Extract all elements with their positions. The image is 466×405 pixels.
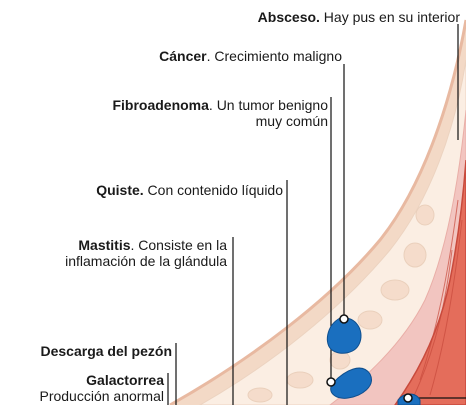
label-mastitis: Mastitis. Consiste en la inflamación de …: [65, 237, 227, 269]
desc-galactorrea: Producción anormal: [39, 388, 164, 404]
term-quiste: Quiste.: [96, 182, 144, 198]
skin-edge: [169, 19, 466, 405]
desc2-fibroadenoma: muy común: [255, 113, 328, 129]
desc-fibroadenoma: . Un tumor benigno: [208, 97, 328, 113]
term-fibroadenoma: Fibroadenoma: [112, 97, 209, 113]
label-galactorrea: Galactorrea Producción anormal: [39, 372, 164, 404]
label-cancer: Cáncer. Crecimiento maligno: [159, 48, 342, 64]
muscle-fibers: [411, 199, 463, 401]
fatty-tissue: [198, 59, 466, 405]
term-descarga: Descarga del pezón: [40, 343, 173, 359]
desc-quiste: Con contenido líquido: [143, 182, 283, 198]
label-descarga: Descarga del pezón: [41, 343, 173, 359]
fibroadenoma-marker: [326, 377, 336, 387]
label-quiste: Quiste. Con contenido líquido: [96, 182, 283, 198]
lesions: [326, 314, 421, 405]
cancer-lesion: [326, 317, 362, 354]
desc-cancer: . Crecimiento maligno: [206, 48, 342, 64]
pectoral-muscle: [394, 159, 466, 405]
nipple-marker: [403, 393, 413, 403]
cancer-marker: [339, 314, 349, 324]
label-absceso: Absceso. Hay pus en su interior: [258, 9, 460, 25]
term-mastitis: Mastitis: [78, 237, 131, 253]
desc-mastitis: . Consiste en la: [130, 237, 228, 253]
desc-absceso: Hay pus en su interior: [319, 9, 460, 25]
term-absceso: Absceso.: [257, 9, 320, 25]
desc2-mastitis: inflamación de la glándula: [65, 253, 227, 269]
term-galactorrea: Galactorrea: [86, 372, 164, 388]
label-fibroadenoma: Fibroadenoma. Un tumor benigno muy común: [112, 97, 328, 129]
term-cancer: Cáncer: [159, 48, 207, 64]
fibroadenoma-lesion: [330, 367, 372, 399]
